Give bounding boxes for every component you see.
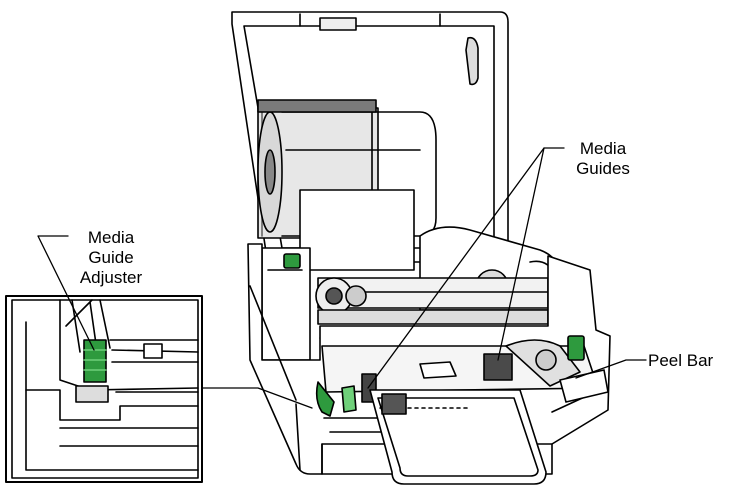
leader-lines xyxy=(37,147,647,409)
label-line: Guides xyxy=(576,159,630,178)
peel-bar xyxy=(559,335,609,403)
media-label-sheet xyxy=(369,389,547,485)
inset-detail xyxy=(5,295,203,483)
media-roll xyxy=(257,99,437,271)
label-media-guide-adjuster: Media Guide Adjuster xyxy=(56,228,166,288)
left-inner-housing xyxy=(261,247,311,361)
label-line: Adjuster xyxy=(79,268,143,287)
media-guide-left-green xyxy=(315,381,357,417)
ribbon-spindle xyxy=(315,277,549,339)
label-line: Media xyxy=(579,139,627,158)
label-media-guides: Media Guides xyxy=(548,139,658,179)
label-line: Guide xyxy=(88,248,134,267)
label-line: Media xyxy=(87,228,135,247)
label-line: Peel Bar xyxy=(648,351,714,370)
label-peel-bar: Peel Bar xyxy=(648,351,728,371)
